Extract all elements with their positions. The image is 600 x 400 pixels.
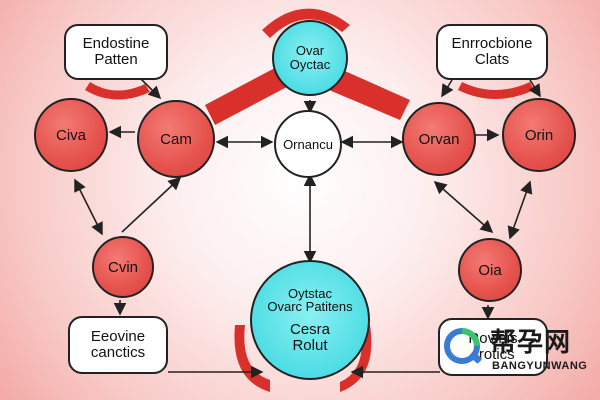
- box-bottom-right-line2: srotics: [471, 346, 515, 363]
- box-top-left: Endostine Patten: [64, 24, 168, 80]
- box-top-right-line1: Enrrocbione: [451, 35, 533, 53]
- node-right-outer-label: Orin: [524, 126, 554, 144]
- node-left-outer: Civa: [34, 98, 108, 172]
- node-left-inner: Cam: [137, 100, 215, 178]
- node-bottom-center: Oytstac Ovarc Patitens Cesra Rolut: [250, 260, 370, 380]
- box-top-right-line2: Clats: [474, 51, 510, 68]
- node-top-center: Ovar Oyctac: [272, 20, 348, 96]
- box-bottom-right: Rovinis srotics: [438, 318, 548, 376]
- box-bottom-left: Eeovine canctics: [68, 316, 168, 374]
- box-bottom-left-line2: canctics: [90, 344, 146, 361]
- node-left-low: Cvin: [92, 236, 154, 298]
- red-arc-bottom: [234, 325, 270, 392]
- node-left-inner-label: Cam: [160, 130, 192, 148]
- node-right-low: Oia: [458, 238, 522, 302]
- node-center: Ornancu: [274, 110, 342, 178]
- node-top-center-line2: Oyctac: [289, 57, 331, 72]
- watermark: 帮孕网 BANGYUNWANG: [442, 322, 592, 380]
- node-right-low-label: Oia: [478, 261, 502, 279]
- red-arc-top: [262, 8, 350, 38]
- watermark-text-en: BANGYUNWANG: [492, 360, 588, 372]
- box-bottom-right-line1: Rovinis: [468, 330, 518, 348]
- red-arc-box-left: [85, 82, 150, 100]
- arrow-orvan-oia: [433, 180, 494, 234]
- box-top-left-line2: Patten: [94, 51, 138, 68]
- red-arc-box-right: [458, 82, 534, 99]
- watermark-text-cn: 帮孕网: [490, 327, 572, 357]
- box-bottom-left-line1: Eeovine: [90, 328, 146, 346]
- watermark-logo-icon: [444, 328, 482, 364]
- node-bottom-center-line2: Ovarc Patitens: [267, 299, 353, 315]
- node-right-outer: Orin: [502, 98, 576, 172]
- arrow-civa-cvin: [74, 178, 103, 236]
- arrow-boxright-orvan: [441, 79, 454, 98]
- arrow-boxleft-cam: [139, 77, 162, 100]
- arrow-orin-oia: [507, 180, 533, 240]
- node-left-low-label: Cvin: [107, 258, 138, 276]
- box-top-right: Enrrocbione Clats: [436, 24, 548, 80]
- node-bottom-center-line1: Oytstac: [287, 285, 333, 301]
- node-right-inner: Orvan: [402, 102, 476, 176]
- box-top-left-line1: Endostine: [82, 35, 150, 53]
- node-center-label: Ornancu: [283, 136, 333, 152]
- node-right-inner-label: Orvan: [418, 130, 460, 148]
- node-bottom-center-line3: Cesra: [289, 320, 330, 338]
- node-top-center-line1: Ovar: [295, 43, 325, 59]
- arrow-cam-cvin: [121, 176, 182, 233]
- arrow-boxright-orin: [528, 79, 541, 98]
- node-bottom-center-line4: Rolut: [292, 336, 328, 354]
- node-left-outer-label: Civa: [55, 126, 86, 144]
